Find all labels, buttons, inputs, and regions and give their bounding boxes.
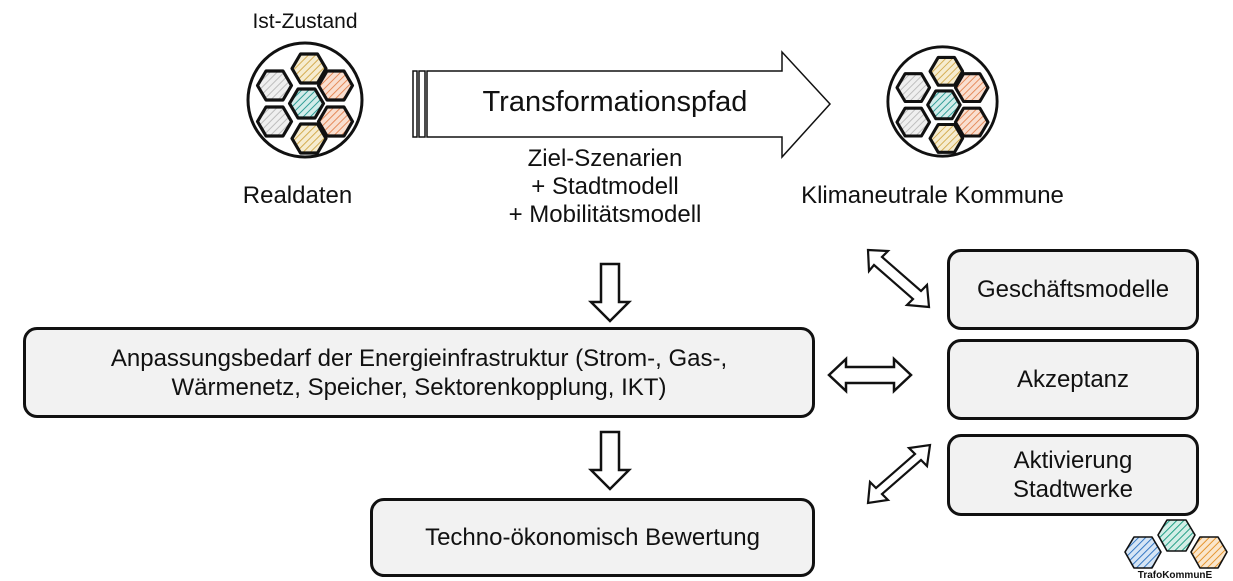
business-models-box: Geschäftsmodelle [947,249,1199,330]
down-arrow-icon-2 [587,430,633,491]
current-state-label: Ist-Zustand [252,10,358,33]
infrastructure-line-1: Anpassungsbedarf der Energieinfrastruktu… [110,344,728,372]
double-arrow-diagonal-icon [866,248,931,309]
utilities-box: Aktivierung Stadtwerke [947,434,1199,516]
hexagon-center [287,87,326,120]
transformation-arrow-label: Transformationspfad [482,86,748,118]
acceptance-box: Akzeptanz [947,339,1199,420]
double-arrow-horizontal-icon [827,356,913,394]
utilities-line-1: Aktivierung [1013,447,1133,474]
hexagon-lower-left [255,105,294,138]
evaluation-box: Techno-ökonomisch Bewertung [370,498,815,577]
infrastructure-box: Anpassungsbedarf der Energieinfrastruktu… [23,327,815,418]
hexagon-cluster-icon-target [886,45,999,158]
acceptance-label: Akzeptanz [1016,366,1130,393]
hexagon-bottom [290,122,328,155]
hexagon-upper-right [316,69,355,102]
hexagon-lower-right [316,105,355,138]
arrow-subline-scenarios: Ziel-Szenarien [527,145,683,172]
down-arrow-icon [587,262,633,323]
current-icon-caption: Realdaten [242,182,353,209]
double-arrow-diagonal-icon-lower [866,443,932,505]
transformation-arrow [412,50,832,159]
arrow-subline-mobility-model: + Mobilitätsmodell [508,201,702,228]
arrow-subline-city-model: + Stadtmodell [531,173,679,200]
target-icon-caption: Klimaneutrale Kommune [801,182,1064,209]
hexagon-top [290,52,328,85]
trafokommune-logo-icon [1124,519,1228,569]
infrastructure-line-2: Wärmenetz, Speicher, Sektorenkopplung, I… [171,373,667,401]
hexagon-cluster-icon [246,41,364,159]
logo-caption: TrafoKommunE [1137,570,1213,581]
hexagon-upper-left [255,69,294,102]
evaluation-label: Techno-ökonomisch Bewertung [425,524,760,551]
business-models-label: Geschäftsmodelle [976,276,1170,303]
utilities-line-2: Stadtwerke [1012,476,1134,503]
